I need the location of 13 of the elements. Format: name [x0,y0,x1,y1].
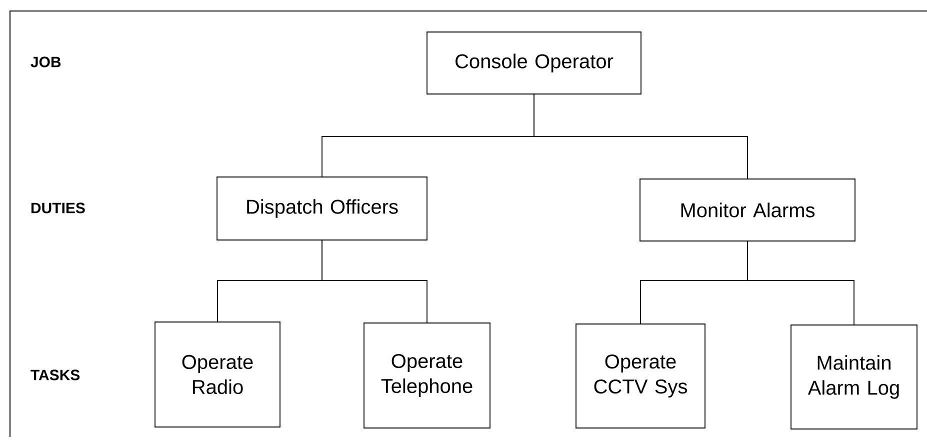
level-label: JOB [30,56,61,68]
level-label: DUTIES [31,202,85,214]
level-label: TASKS [30,370,80,380]
task-box: Maintain Alarm Log [790,324,918,430]
task-box: Operate Telephone [364,322,490,428]
duty-box: Monitor Alarms [640,178,856,242]
job-box: Console Operator [426,32,642,94]
connector-line [534,94,748,179]
task-box: Operate CCTV Sys [576,324,706,428]
connector-line [322,240,428,323]
duty-box: Dispatch Officers [216,176,428,240]
connector-line [747,241,854,325]
task-box: Operate Radio [154,322,280,428]
